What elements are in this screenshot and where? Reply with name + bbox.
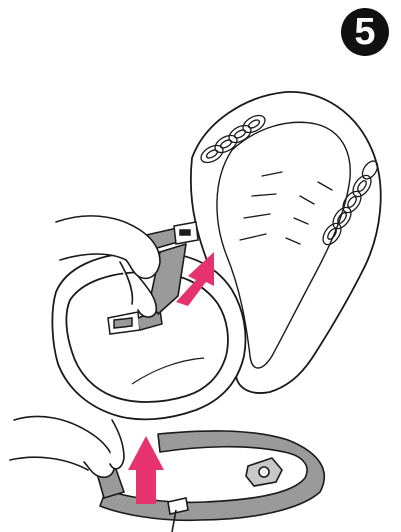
upper-buckle-tongue (174, 222, 198, 244)
lower-strap (100, 431, 324, 520)
strap-buckle-clip (246, 458, 282, 486)
lower-hand (10, 416, 124, 477)
